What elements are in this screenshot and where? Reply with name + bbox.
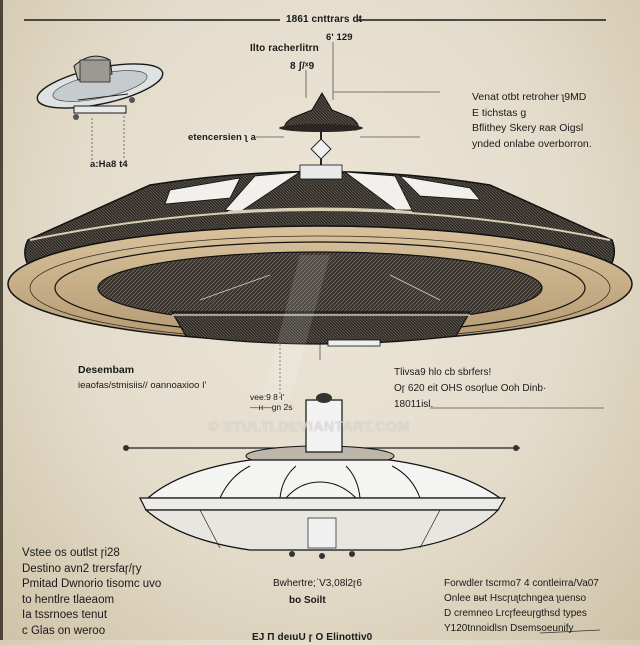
footer-caption: EJ Π deιuU ɼ O Elinottiv0	[252, 632, 373, 643]
note-line: to hentlre tlaeaom	[22, 593, 115, 606]
header-title: 1861 cnttrars dt	[286, 14, 363, 25]
note-line: Tlivsa9 hlo cb sbrfers!	[394, 367, 492, 378]
note-line: Y120tnnoidlsn Dsemsoeunify	[444, 623, 574, 634]
note-bottom-left: Vstee os outlst ɼi28 Destino avn2 trersf…	[22, 546, 161, 639]
leader-lines	[91, 42, 604, 409]
note-mid-right: Tlivsa9 hlo cb sbrfers! Oɼ 620 eit OHS o…	[394, 365, 546, 413]
note-line: Ia tssrnoes tenut	[22, 609, 108, 621]
note-line: —ʜ—gn 2s	[250, 402, 293, 412]
note-line: D cremneo Lrcɼfeeuɼgthsd types	[444, 608, 587, 619]
top-component-label: Ilto racherlitrn	[250, 43, 319, 54]
top-sub-label: 8 ʃ/ˣ9	[290, 61, 315, 72]
watermark: © STULTI.DEVIANTART.COM	[208, 418, 410, 434]
note-mid-center: vee:9 8 ǀ' —ʜ—gn 2s	[250, 392, 293, 412]
note-bottom-right: Forwdler tscrmo7 4 contleirra/Va07 Onlee…	[444, 576, 599, 636]
top-ref-label: 6ʹ 129	[326, 32, 353, 43]
note-line: 18011isl.	[394, 399, 434, 410]
main-saucer-illustration	[7, 164, 633, 400]
note-heading: Desembam	[78, 364, 135, 376]
note-line: Bwhertre;ˈV3,08l2ɼ6	[273, 578, 362, 589]
note-line: Bflithey Skery ʀaʀ Oigsl	[472, 122, 584, 134]
note-mid-left: Desembam ieaofas/stmisiis// oannoaxioo ǀ…	[78, 363, 206, 393]
note-line: Venat otbt retroher ʅ9MD	[472, 91, 587, 103]
note-top-right: Venat otbt retroher ʅ9MD E tichstas g Bf…	[472, 90, 592, 152]
note-line: Oɼ 620 eit OHS osoɽlue Ooh Dinb·	[394, 383, 547, 394]
note-line: Forwdler tscrmo7 4 contleirra/Va07	[444, 578, 599, 589]
note-line: Vstee os outlst ɼi28	[22, 547, 120, 559]
lower-saucer-illustration	[123, 393, 520, 559]
antenna-callout-label: etencersien ʅ a	[188, 132, 257, 143]
note-line: E tichstas g	[472, 106, 527, 119]
note-line: Pmitad Dwnorio tisomc uvo	[22, 578, 162, 590]
note-bottom-center: Bwhertre;ˈV3,08l2ɼ6 bo Soilt	[273, 575, 362, 609]
signature-line	[539, 629, 601, 634]
note-line: Onlee ʙʉt Ηscɼuʅtchngea ʅuenso	[444, 593, 587, 604]
note-line: bo Soilt	[289, 595, 326, 606]
note-line: vee:9 8 ǀ'	[250, 392, 285, 402]
small-craft-label: a:Ha8 t4	[90, 159, 128, 170]
small-craft-illustration	[36, 55, 164, 120]
note-line: c Glas on weroo	[22, 624, 106, 637]
note-line: Destino avn2 trersfaɼ/ɼy	[22, 562, 142, 575]
note-line: ieaofas/stmisiis// oannoaxioo ǀ'	[78, 380, 207, 391]
note-line: ynded onlabe overborron.	[472, 137, 592, 150]
antenna-dish	[279, 92, 363, 170]
paper-edge-shadow	[0, 0, 3, 640]
